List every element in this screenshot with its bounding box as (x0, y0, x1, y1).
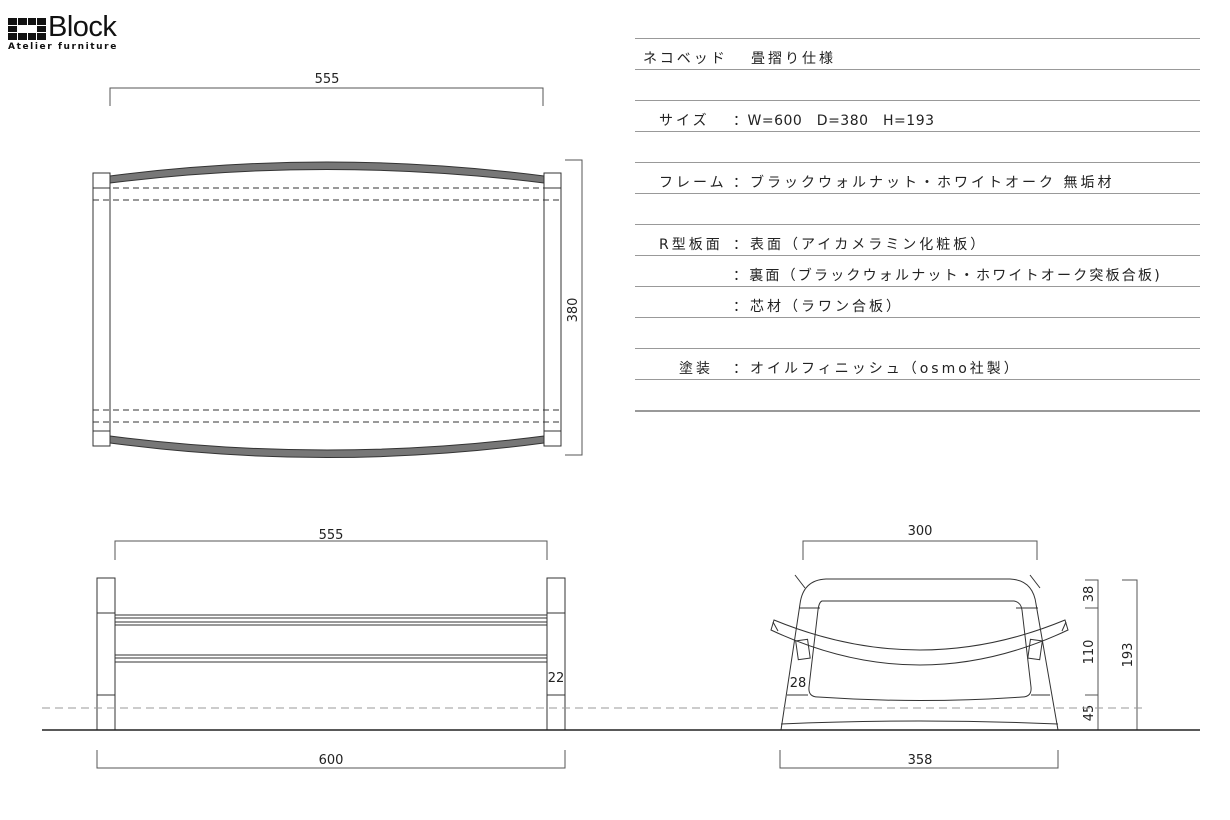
spec-value: ：芯材（ラワン合板） (733, 299, 903, 315)
logo-tagline: Atelier furniture (8, 42, 118, 52)
spec-row: ：芯材（ラワン合板） (635, 286, 1200, 317)
logo-name: Block (48, 11, 117, 43)
side-view (96, 540, 566, 769)
dim-top-depth: 380 (566, 298, 581, 323)
spec-value: ：裏面（ブラックウォルナット・ホワイトオーク突板合板) (733, 268, 1162, 284)
spec-label: サイズ (659, 113, 710, 129)
left-post (92, 172, 111, 447)
dim-front-leg: 28 (790, 676, 807, 691)
spec-row: サイズ ：W=600 D=380 H=193 (635, 100, 1200, 131)
right-leg (546, 577, 566, 731)
spec-value: ：オイルフィニッシュ（osmo社製） (733, 361, 1021, 377)
front-inner-window (808, 600, 1032, 701)
front-outer-frame (780, 578, 1059, 731)
spec-row: 塗装 ：オイルフィニッシュ（osmo社製） (635, 348, 1200, 379)
dim-front-bottom: 358 (908, 753, 933, 768)
left-leg (96, 577, 116, 731)
spec-label: R型板面 (659, 237, 723, 253)
spec-value: ：表面（アイカメラミン化粧板） (733, 237, 988, 253)
dim-side-rail: 22 (548, 671, 565, 686)
dim-top-width: 555 (315, 72, 340, 87)
spec-row: R型板面 ：表面（アイカメラミン化粧板） (635, 224, 1200, 255)
side-rails (115, 614, 547, 663)
spec-table: ネコベッド 畳摺り仕様 サイズ ：W=600 D=380 H=193 フレーム … (635, 38, 1200, 412)
spec-label: 塗装 (679, 361, 713, 377)
dim-side-total: 600 (319, 753, 344, 768)
dim-front-total: 193 (1121, 643, 1136, 668)
product-variant: 畳摺り仕様 (751, 51, 836, 67)
spec-value: ：ブラックウォルナット・ホワイトオーク 無垢材 (733, 175, 1115, 191)
spec-value: ：W=600 D=380 H=193 (733, 113, 935, 129)
right-post (543, 172, 562, 447)
spec-row: ：裏面（ブラックウォルナット・ホワイトオーク突板合板) (635, 255, 1200, 286)
spec-label: フレーム (659, 175, 727, 191)
spec-title-row: ネコベッド 畳摺り仕様 (635, 38, 1200, 69)
dim-front-top: 300 (908, 524, 933, 539)
logo: Block Atelier furniture (8, 11, 148, 54)
top-view (92, 87, 583, 458)
bottom-curved-rail (109, 435, 545, 458)
dim-front-h1: 38 (1082, 586, 1097, 603)
spec-row: フレーム ：ブラックウォルナット・ホワイトオーク 無垢材 (635, 162, 1200, 193)
front-view (770, 540, 1138, 769)
product-name: ネコベッド (643, 51, 728, 67)
hidden-lines (93, 187, 561, 423)
top-curved-rail (109, 161, 545, 184)
front-curved-panel (770, 619, 1069, 666)
logo-mark-icon (8, 18, 46, 40)
dim-front-h2: 110 (1082, 640, 1097, 665)
dim-front-h3: 45 (1082, 705, 1097, 722)
dim-side-inner: 555 (319, 528, 344, 543)
